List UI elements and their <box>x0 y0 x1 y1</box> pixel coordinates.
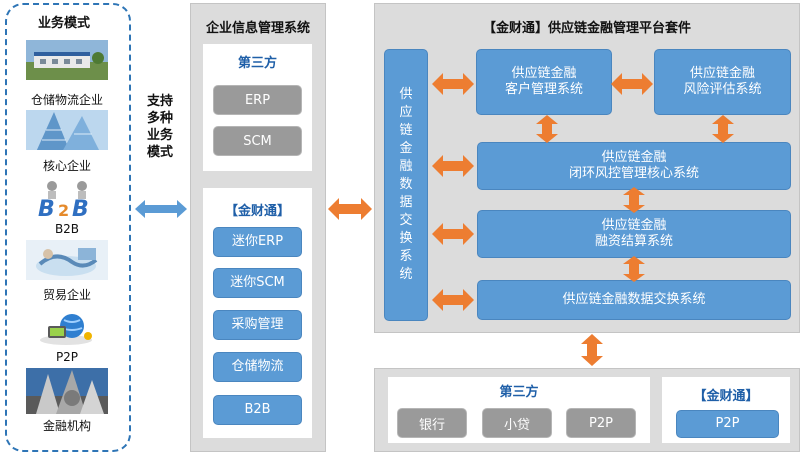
glass-tower-photo <box>26 110 108 150</box>
orange-vertical-arrow <box>581 334 603 366</box>
orange-vertical-arrow <box>712 115 734 143</box>
svg-text:2: 2 <box>58 201 69 220</box>
b2b-button[interactable]: B2B <box>213 395 302 425</box>
customer-mgmt-system[interactable]: 供应链金融 客户管理系统 <box>476 49 612 115</box>
orange-double-arrow <box>432 155 474 177</box>
orange-vertical-arrow <box>623 187 645 213</box>
data-exchange-system[interactable]: 供应链金融数据交换系统 <box>477 280 791 320</box>
jincaitong-p2p-button[interactable]: P2P <box>676 410 779 438</box>
data-exchange-label: 供应链金融数据交换系统 <box>562 291 706 307</box>
business-item-label: 贸易企业 <box>42 288 91 302</box>
risk-control-label: 供应链金融 闭环风控管理核心系统 <box>568 149 699 181</box>
platform-title: 【金财通】供应链金融管理平台套件 <box>482 21 691 36</box>
third-party-p2p-button[interactable]: P2P <box>566 408 636 438</box>
third-party-title: 第三方 <box>237 56 277 71</box>
risk-control-core-system[interactable]: 供应链金融 闭环风控管理核心系统 <box>477 142 791 190</box>
orange-double-arrow <box>432 73 474 95</box>
business-mode-title: 业务模式 <box>38 16 91 31</box>
microloan-button[interactable]: 小贷 <box>482 408 552 438</box>
business-item-label: B2B <box>54 222 80 236</box>
business-item-label: 仓储物流企业 <box>30 93 103 107</box>
warehouse-logistics-button[interactable]: 仓储物流 <box>213 352 302 382</box>
bank-button[interactable]: 银行 <box>397 408 467 438</box>
blue-double-arrow <box>135 200 187 218</box>
erp-button[interactable]: ERP <box>213 85 302 115</box>
settlement-label: 供应链金融 融资结算系统 <box>594 217 673 249</box>
warehouse-building-photo <box>26 40 108 80</box>
orange-double-arrow <box>432 223 474 245</box>
vertical-data-exchange-box[interactable]: 供应链金融数据交换系统 <box>384 49 428 321</box>
trade-handshake-photo <box>26 240 108 280</box>
bottom-jincaitong-title: 【金财通】 <box>693 389 759 404</box>
enterprise-panel-title: 企业信息管理系统 <box>205 21 310 36</box>
mini-scm-button[interactable]: 迷你SCM <box>213 268 302 298</box>
settlement-system[interactable]: 供应链金融 融资结算系统 <box>477 210 791 258</box>
vertical-data-exchange-label: 供应链金融数据交换系统 <box>399 87 413 282</box>
orange-vertical-arrow <box>623 256 645 282</box>
orange-double-arrow <box>432 289 474 311</box>
financial-institution-photo <box>26 368 108 414</box>
scm-button[interactable]: SCM <box>213 126 302 156</box>
purchase-mgmt-button[interactable]: 采购管理 <box>213 310 302 340</box>
orange-double-arrow <box>328 198 372 220</box>
b2b-logo-icon: B 2 B <box>26 178 108 222</box>
customer-mgmt-label: 供应链金融 客户管理系统 <box>504 65 583 97</box>
mini-erp-button[interactable]: 迷你ERP <box>213 227 302 257</box>
orange-vertical-arrow <box>536 115 558 143</box>
svg-text:B: B <box>38 197 55 222</box>
business-item-label: 核心企业 <box>42 159 91 173</box>
risk-eval-system[interactable]: 供应链金融 风险评估系统 <box>654 49 791 115</box>
orange-double-arrow <box>611 73 653 95</box>
support-multi-mode-text: 支持 多种 业务 模式 <box>146 94 173 160</box>
risk-eval-label: 供应链金融 风险评估系统 <box>683 65 762 97</box>
bottom-third-party-title: 第三方 <box>499 385 539 400</box>
p2p-globe-icon <box>26 308 108 348</box>
jincaitong-title: 【金财通】 <box>224 204 290 219</box>
svg-text:B: B <box>72 197 89 222</box>
business-item-label: 金融机构 <box>42 419 91 433</box>
business-item-label: P2P <box>55 350 79 364</box>
